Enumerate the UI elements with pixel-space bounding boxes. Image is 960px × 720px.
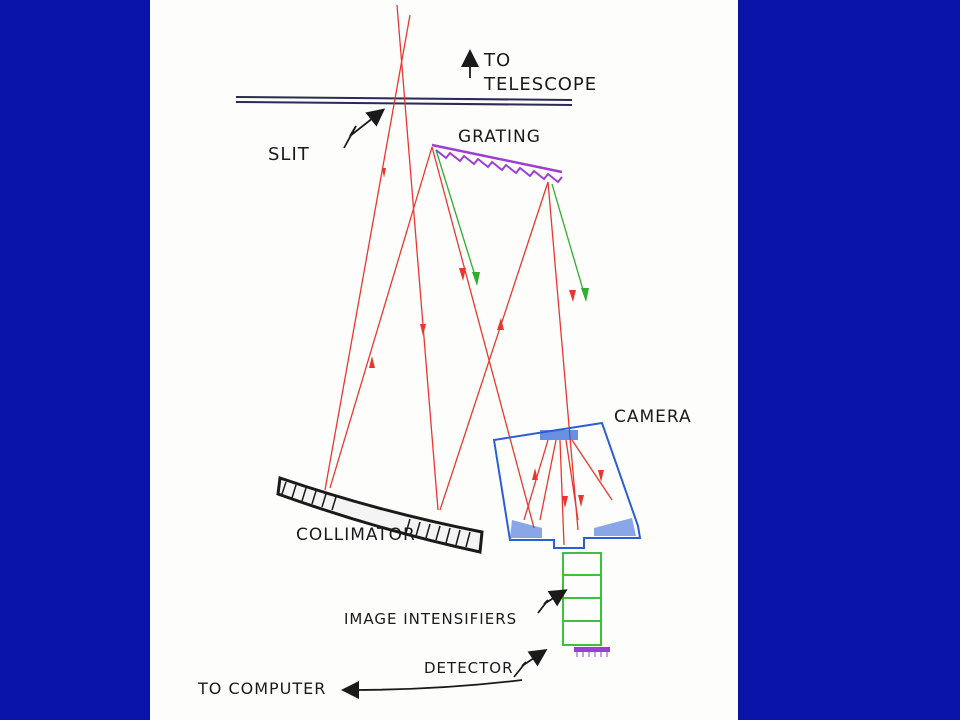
collimator-label: COLLIMATOR — [296, 525, 416, 545]
light-rays-green — [435, 149, 587, 301]
camera-label: CAMERA — [614, 407, 692, 427]
slit-label: SLIT — [268, 144, 310, 165]
detector — [574, 647, 610, 657]
image-intensifiers — [562, 552, 602, 646]
detector-label: DETECTOR — [424, 659, 514, 677]
drawing-paper — [150, 0, 738, 720]
pointer-arrows — [341, 49, 568, 699]
right-blue-band — [738, 0, 960, 720]
grating-label: GRATING — [458, 127, 541, 147]
collimator-mirror — [276, 475, 484, 554]
to-telescope-label-line2: TELESCOPE — [483, 74, 597, 95]
image-intensifiers-label: IMAGE INTENSIFIERS — [344, 610, 517, 628]
to-telescope-label-line1: TO — [483, 50, 511, 71]
left-blue-band — [0, 0, 150, 720]
ray-arrowheads — [369, 168, 589, 368]
to-computer-label: TO COMPUTER — [197, 679, 326, 698]
light-rays-red — [324, 4, 579, 531]
camera — [492, 421, 642, 549]
grating — [431, 143, 563, 184]
